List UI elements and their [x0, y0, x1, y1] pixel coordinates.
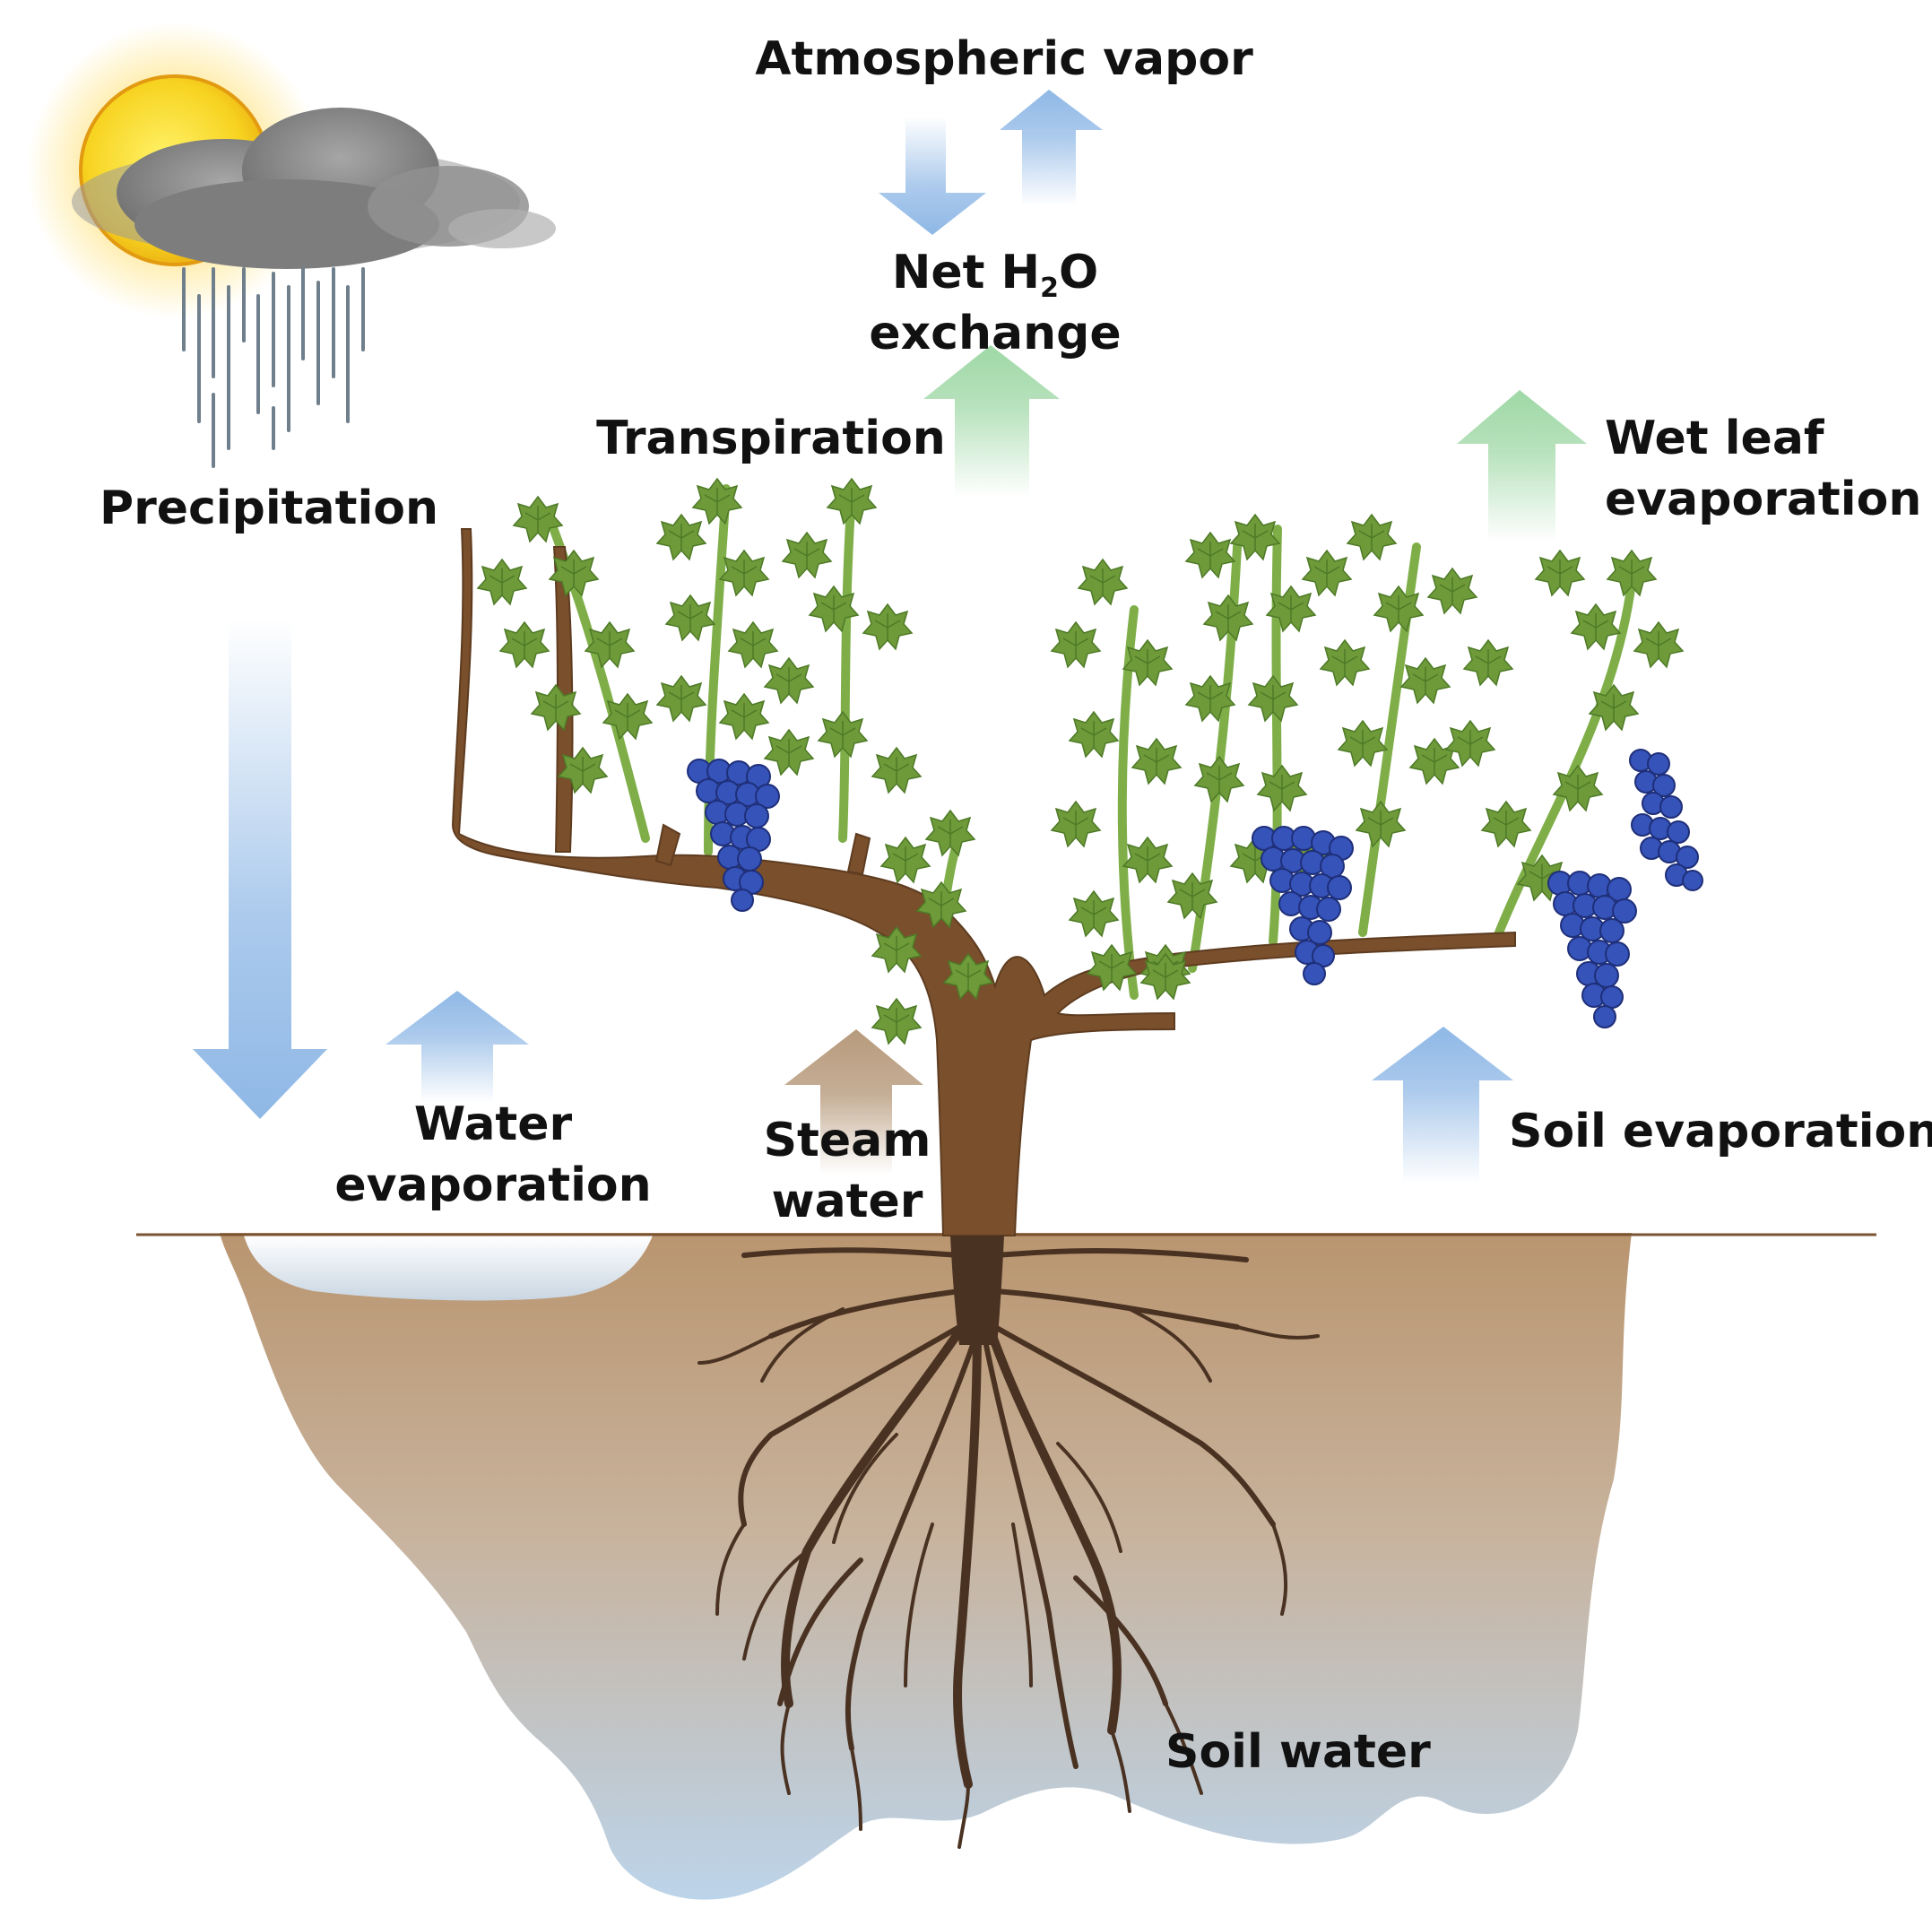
wet-leaf-line2: evaporation [1605, 473, 1922, 526]
precipitation-label: Precipitation [99, 481, 439, 535]
net-h2o-exchange-label: Net H2O exchange [816, 242, 1174, 364]
atmospheric-up-arrow [1000, 90, 1103, 206]
rain-icon [182, 267, 365, 468]
wet-leaf-arrow [1457, 390, 1587, 542]
steam-water-arrow [784, 1029, 923, 1175]
water-evap-line2: evaporation [334, 1158, 652, 1212]
soil-water-label: Soil water [1165, 1725, 1431, 1779]
transpiration-label: Transpiration [596, 412, 946, 465]
roots-icon [697, 1236, 1320, 1849]
steam-water-line1: Steam [763, 1114, 931, 1167]
grape-cluster-icon [687, 749, 1703, 1028]
net-exchange-line1: Net H2O [891, 246, 1099, 304]
soil [136, 1233, 1876, 1900]
atmospheric-down-arrow [879, 117, 986, 235]
flux-arrows [193, 90, 1587, 1184]
net-exchange-line2: exchange [869, 307, 1122, 360]
soil-evaporation-label: Soil evaporation [1509, 1105, 1932, 1158]
pond [244, 1236, 653, 1301]
soil-evaporation-arrow [1372, 1027, 1513, 1184]
water-evaporation-label: Water evaporation [332, 1094, 654, 1216]
transpiration-arrow [923, 345, 1060, 498]
wet-leaf-line1: Wet leaf [1605, 412, 1824, 465]
cloud-icon [72, 108, 556, 269]
steam-water-line2: water [771, 1175, 923, 1228]
wet-leaf-evaporation-label: Wet leaf evaporation [1605, 408, 1921, 530]
water-evaporation-arrow [386, 991, 529, 1103]
steam-water-label: Steam water [753, 1110, 941, 1232]
precipitation-arrow [193, 619, 327, 1119]
water-evap-line1: Water [413, 1097, 573, 1151]
grapevine-icon [451, 478, 1703, 1236]
leaves [477, 478, 1684, 1045]
atmospheric-vapor-label: Atmospheric vapor [755, 32, 1253, 86]
